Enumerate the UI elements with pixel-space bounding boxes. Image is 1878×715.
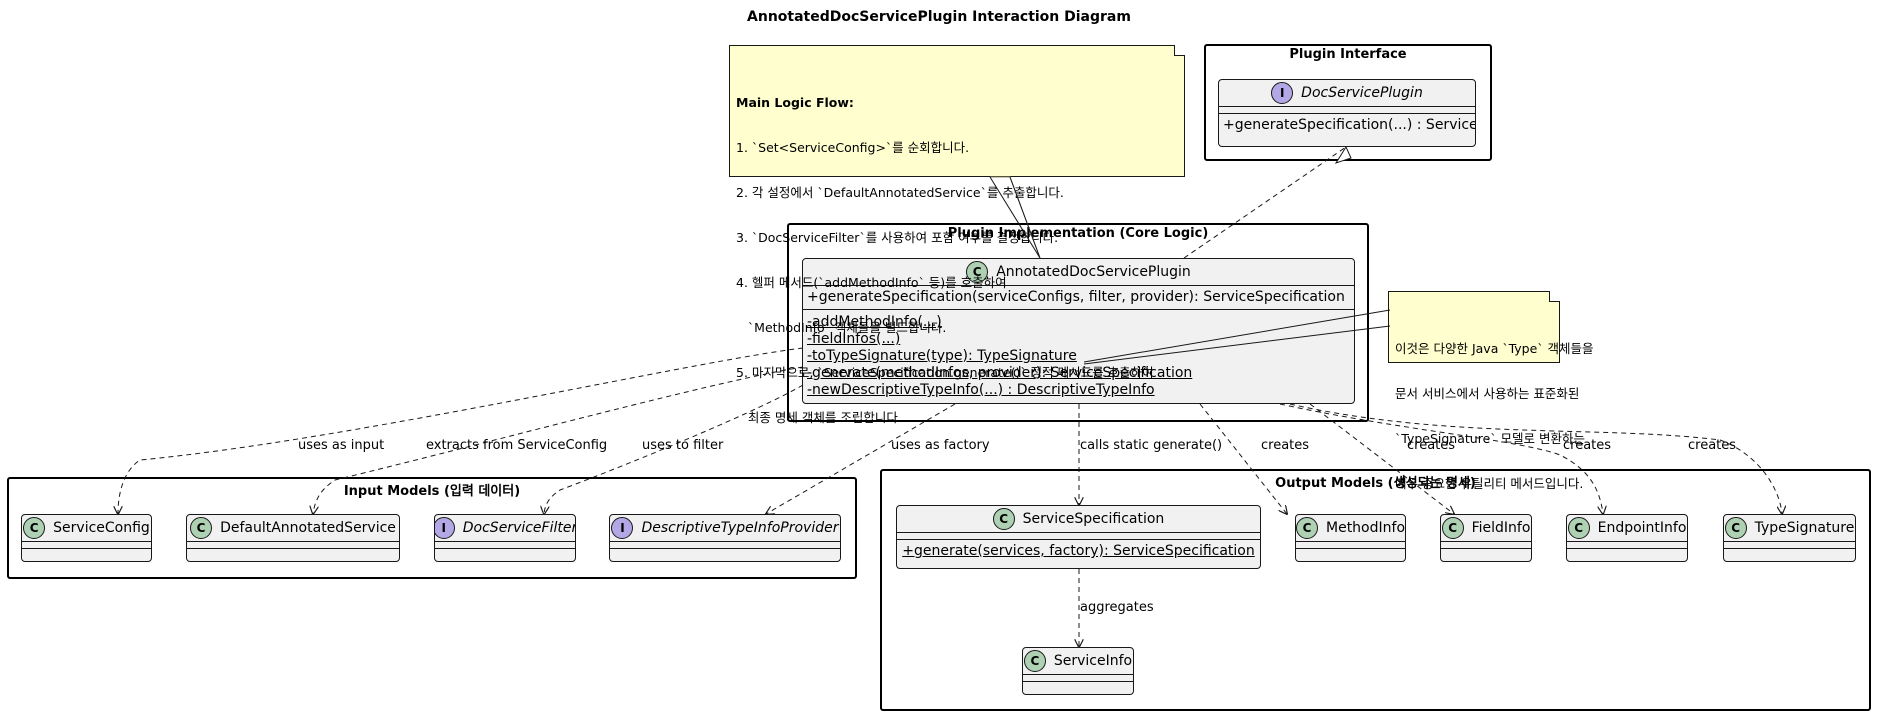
note-type-signature: 이것은 다양한 Java `Type` 객체들을 문서 서비스에서 사용하는 표… — [1388, 291, 1594, 491]
edge-label-uses-to-filter: uses to filter — [642, 438, 724, 453]
class-servicespecification[interactable]: C ServiceSpecification +generate(services… — [896, 505, 1261, 569]
package-label: Output Models (생성되는 명세) — [1275, 476, 1476, 491]
class-name: ServiceInfo — [1053, 653, 1133, 669]
note-line: 4. 헬퍼 메서드(`addMethodInfo` 등)를 호출하여 — [736, 275, 1007, 290]
class-method: +generateSpecification(serviceConfigs, f… — [803, 285, 1354, 309]
class-badge-icon: C — [992, 508, 1015, 530]
class-badge-icon: C — [966, 261, 989, 283]
edge-label-calls-static: calls static generate() — [1080, 438, 1223, 453]
edge-uses-to-filter — [544, 384, 804, 514]
class-endpointinfo[interactable]: C EndpointInfo — [1566, 514, 1688, 562]
class-method: +generate(services, factory): ServiceSpe… — [897, 539, 1260, 563]
edge-label-extracts-from: extracts from ServiceConfig — [426, 438, 608, 453]
note-line: `MethodInfo` 객체들을 빌드합니다. — [736, 320, 947, 335]
edge-uses-as-factory — [766, 403, 956, 514]
edge-label-creates-endpointinfo: creates — [1563, 438, 1612, 453]
class-method: -fieldInfos(...) — [807, 331, 901, 347]
class-method: -newDescriptiveTypeInfo(...) : Descripti… — [807, 382, 1155, 398]
class-name: ServiceConfig — [53, 520, 150, 536]
note-line: 2. 각 설정에서 `DefaultAnnotatedService`를 추출합… — [736, 185, 1064, 200]
class-badge-icon: C — [23, 517, 46, 539]
class-badge-icon: C — [1023, 650, 1046, 672]
edge-realizes-docserviceplugin — [1183, 146, 1347, 259]
edge-extracts-from — [313, 366, 804, 514]
class-descriptivetypeinfoprovider[interactable]: I DescriptiveTypeInfoProvider — [609, 514, 841, 562]
edge-uses-as-input — [118, 347, 804, 514]
note-main-logic-flow: Main Logic Flow: 1. `Set<ServiceConfig>`… — [729, 45, 1185, 425]
class-name: TypeSignature — [1754, 520, 1855, 536]
class-serviceconfig[interactable]: C ServiceConfig — [21, 514, 152, 562]
note-link-typesignature — [1083, 309, 1391, 365]
class-defaultannotatedservice[interactable]: C DefaultAnnotatedService — [186, 514, 400, 562]
class-name: MethodInfo — [1326, 520, 1406, 536]
class-name: DefaultAnnotatedService — [220, 520, 396, 536]
class-name: ServiceSpecification — [1022, 511, 1165, 527]
edge-label-creates-typesignature: creates — [1688, 438, 1737, 453]
class-method: -addMethodInfo(...) — [807, 314, 942, 330]
class-method: -generate(methodInfos, provider): Servic… — [807, 365, 1193, 381]
diagram-title: AnnotatedDocServicePlugin Interaction Di… — [747, 9, 1131, 25]
edge-creates-typesignature — [1289, 403, 1782, 514]
class-badge-icon: C — [1567, 517, 1590, 539]
class-name: DocServiceFilter — [462, 520, 576, 536]
realization-triangle-icon — [1334, 145, 1352, 164]
class-serviceinfo[interactable]: C ServiceInfo — [1022, 647, 1134, 695]
class-badge-icon: C — [1441, 517, 1464, 539]
note-line: 1. `Set<ServiceConfig>`를 순회합니다. — [736, 140, 970, 155]
class-name: DescriptiveTypeInfoProvider — [641, 520, 839, 536]
class-name: DocServicePlugin — [1301, 85, 1423, 101]
interface-badge-icon: I — [1271, 82, 1294, 104]
package-label: Plugin Interface — [1289, 47, 1407, 62]
edge-creates-fieldinfo — [1309, 403, 1454, 514]
class-fieldinfo[interactable]: C FieldInfo — [1440, 514, 1532, 562]
class-method: -toTypeSignature(type): TypeSignature — [807, 348, 1077, 364]
interface-badge-icon: I — [611, 517, 634, 539]
package-label: Input Models (입력 데이터) — [343, 484, 521, 499]
note-heading: Main Logic Flow: — [736, 95, 854, 110]
note-link-main-outline — [989, 176, 1041, 259]
class-name: AnnotatedDocServicePlugin — [996, 264, 1191, 280]
class-badge-icon: C — [1724, 517, 1747, 539]
class-methodinfo[interactable]: C MethodInfo — [1295, 514, 1406, 562]
class-name: FieldInfo — [1471, 520, 1531, 536]
class-badge-icon: C — [1296, 517, 1318, 539]
edge-label-uses-as-factory: uses as factory — [891, 438, 990, 453]
class-badge-icon: C — [190, 517, 213, 539]
edge-creates-methodinfo — [1199, 403, 1287, 514]
edge-label-creates-fieldinfo: creates — [1407, 438, 1456, 453]
class-annotateddocserviceplugin[interactable]: C AnnotatedDocServicePlugin +generateSpec… — [802, 258, 1355, 404]
package-label: Plugin Implementation (Core Logic) — [947, 226, 1209, 241]
edge-label-uses-as-input: uses as input — [298, 438, 385, 453]
class-docserviceplugin[interactable]: I DocServicePlugin +generateSpecification… — [1218, 79, 1476, 147]
class-typesignature[interactable]: C TypeSignature — [1723, 514, 1856, 562]
edge-creates-endpointinfo — [1279, 403, 1603, 514]
class-name: EndpointInfo — [1597, 520, 1687, 536]
interface-badge-icon: I — [435, 517, 455, 539]
note-line: 5. 마지막으로, `ServiceSpecification.generate… — [736, 365, 1154, 380]
edge-label-aggregates: aggregates — [1080, 600, 1154, 615]
edge-label-creates-methodinfo: creates — [1261, 438, 1310, 453]
note-line: 최종 명세 객체를 조립합니다. — [736, 410, 902, 425]
class-docservicefilter[interactable]: I DocServiceFilter — [434, 514, 576, 562]
class-method: +generateSpecification(...) : ServiceSpe… — [1219, 113, 1475, 137]
